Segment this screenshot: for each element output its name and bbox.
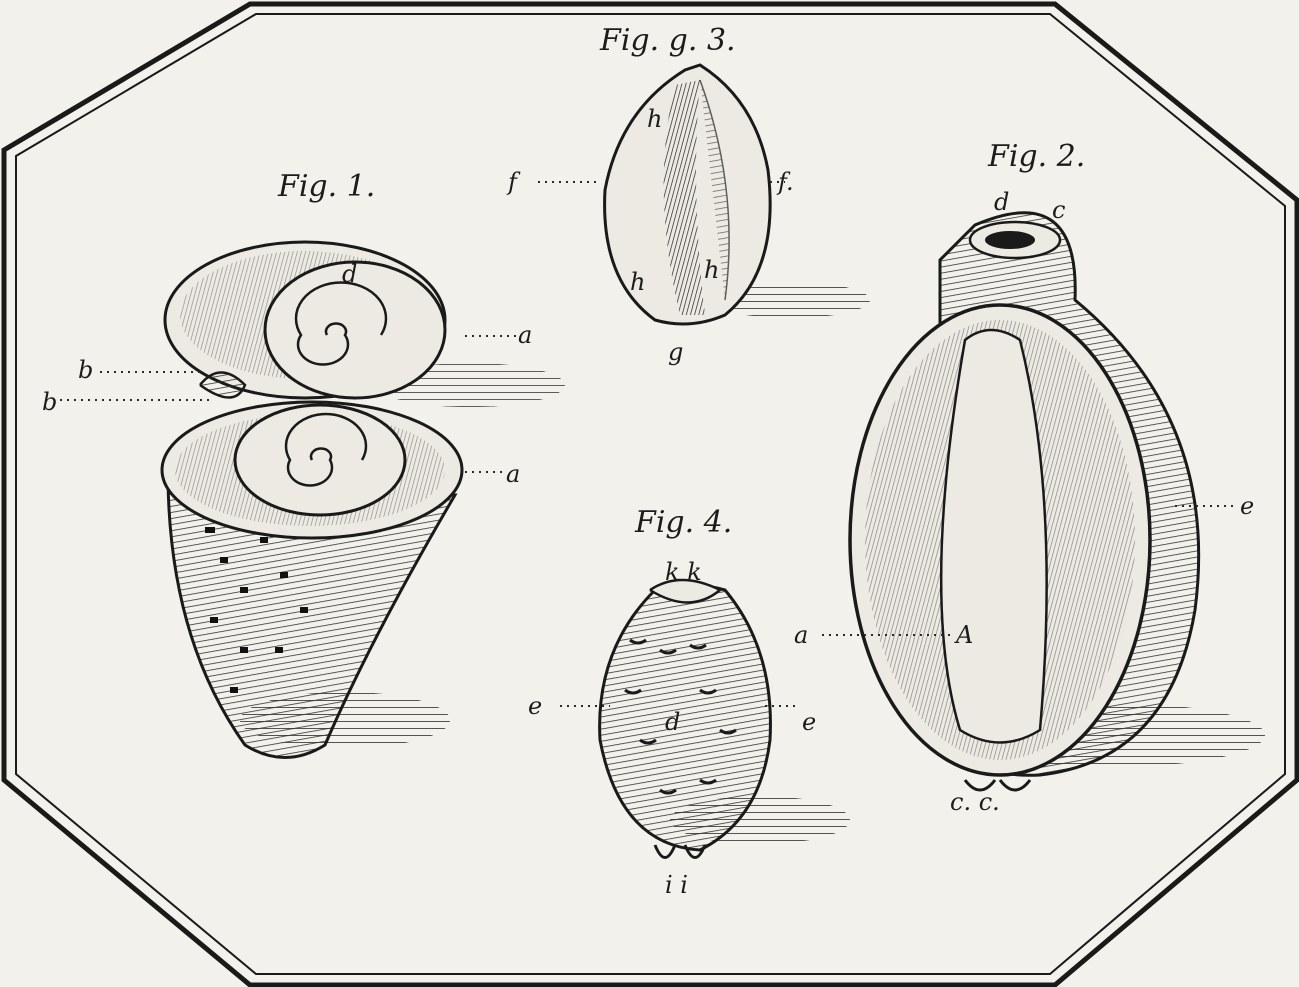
fig3-title: Fig. g. 3. xyxy=(599,23,736,58)
fig3-label-f-left: f xyxy=(506,168,521,196)
fig4-label-i: i i xyxy=(665,871,688,899)
fig1-label-b-upper: b xyxy=(78,356,93,384)
fig4-label-d: d xyxy=(665,708,680,736)
fig3-label-f-right: f. xyxy=(776,168,794,196)
fig2-label-c-bottom: c. c. xyxy=(950,788,1000,816)
fig4-label-k: k k xyxy=(665,558,702,586)
fig1-label-d: d xyxy=(342,260,357,288)
fig2-label-a: a xyxy=(794,621,808,649)
fig1-label-a-lower: a xyxy=(506,460,520,488)
fig1-title: Fig. 1. xyxy=(277,169,375,204)
fig3-illustration xyxy=(538,65,870,324)
fig2-illustration xyxy=(822,213,1265,790)
fig2-title: Fig. 2. xyxy=(987,139,1085,174)
fig3-label-h-bottom-left: h xyxy=(630,268,645,296)
fig3-label-g-bottom: g xyxy=(668,338,683,366)
fig4-label-e-left: e xyxy=(528,692,542,720)
fig1-illustration xyxy=(60,242,565,758)
fig3-label-h-bottom-right: h xyxy=(704,256,719,284)
fig1-label-b-lower: b xyxy=(42,388,57,416)
fig2-label-c-top: c xyxy=(1052,196,1065,224)
fig2-label-A: A xyxy=(954,621,973,649)
fig4-label-e-right: e xyxy=(802,708,816,736)
fig2-label-e: e xyxy=(1240,492,1254,520)
fig1-label-a-upper: a xyxy=(518,321,532,349)
fig4-title: Fig. 4. xyxy=(634,505,732,540)
fig2-label-d: d xyxy=(994,188,1009,216)
fig3-label-h-top: h xyxy=(647,105,662,133)
